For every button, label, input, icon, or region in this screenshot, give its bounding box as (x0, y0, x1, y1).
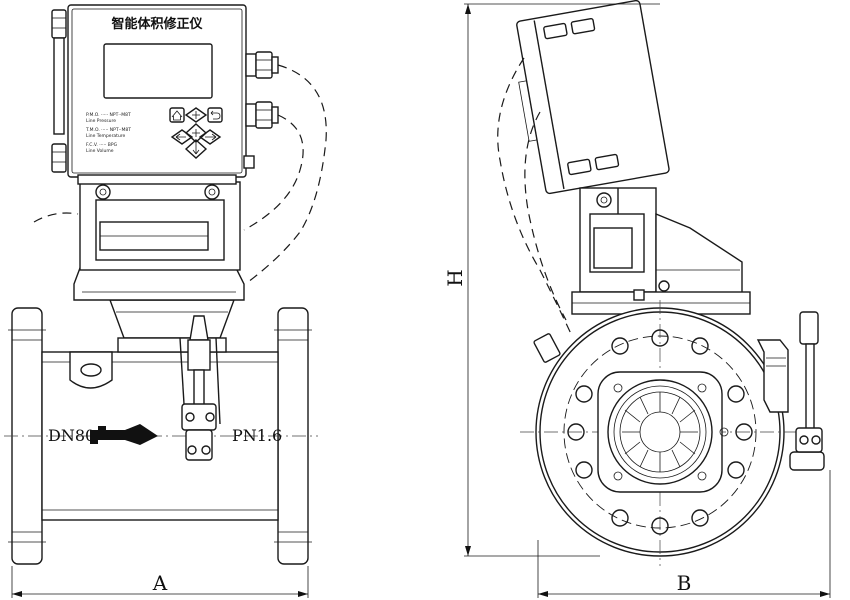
head-base (73, 267, 245, 301)
cable-left (33, 212, 79, 223)
menu-icon[interactable] (184, 107, 208, 123)
home-icon[interactable] (169, 107, 185, 123)
pipe-body (4, 351, 318, 521)
device-title: 智能体积修正仪 (111, 16, 203, 32)
dimension-b (537, 470, 831, 598)
cable-gland-lower (245, 101, 279, 129)
side-bracket (579, 187, 657, 293)
right-arrow-icon[interactable] (198, 129, 222, 145)
hinge (51, 9, 67, 173)
lcd-screen (103, 43, 213, 99)
turbine-blades (622, 392, 698, 472)
front-view: DN80 PN1.6 (4, 4, 327, 565)
cable-gland-upper (245, 51, 279, 79)
readout-3: F.C.V. ····· BPG (86, 142, 118, 148)
ok-icon[interactable] (184, 123, 208, 143)
meter-neck (108, 299, 236, 353)
keypad (169, 107, 223, 159)
back-icon[interactable] (207, 107, 223, 123)
bolt-holes (567, 329, 753, 535)
side-view (497, 0, 825, 566)
dimension-h (464, 3, 660, 557)
turbine-core (597, 371, 729, 493)
bracket-box (79, 181, 241, 271)
pressure-port (69, 351, 113, 389)
side-lever (756, 311, 825, 471)
down-arrow-icon[interactable] (184, 139, 208, 159)
side-pressure-fitting (533, 333, 561, 363)
dimension-h-label: H (443, 269, 467, 286)
readout-3-sub: Line Volume (86, 148, 114, 154)
display-housing (67, 4, 247, 185)
flow-arrow-icon (90, 424, 158, 445)
temperature-sensor (179, 315, 221, 461)
pressure-cable (247, 64, 327, 283)
side-base (571, 212, 751, 315)
readout-1-sub: Line Pressure (86, 118, 116, 124)
readout-2-sub: Line Temperature (86, 133, 126, 139)
dn-label: DN80 (48, 426, 95, 445)
temperature-cable (243, 114, 304, 231)
readout-1: P.M.O. ····· NPT··M8T (86, 112, 131, 118)
side-cable-1 (497, 57, 573, 337)
dimension-a-label: A (152, 571, 168, 595)
dimension-a (11, 566, 309, 598)
side-display-head (516, 0, 670, 195)
cable-gland-small (243, 155, 255, 169)
side-cable-2 (524, 111, 567, 321)
pn-label: PN1.6 (232, 426, 282, 445)
dimension-b-label: B (677, 571, 692, 595)
readout-2: T.M.O. ····· NPT··M8T (85, 127, 131, 133)
